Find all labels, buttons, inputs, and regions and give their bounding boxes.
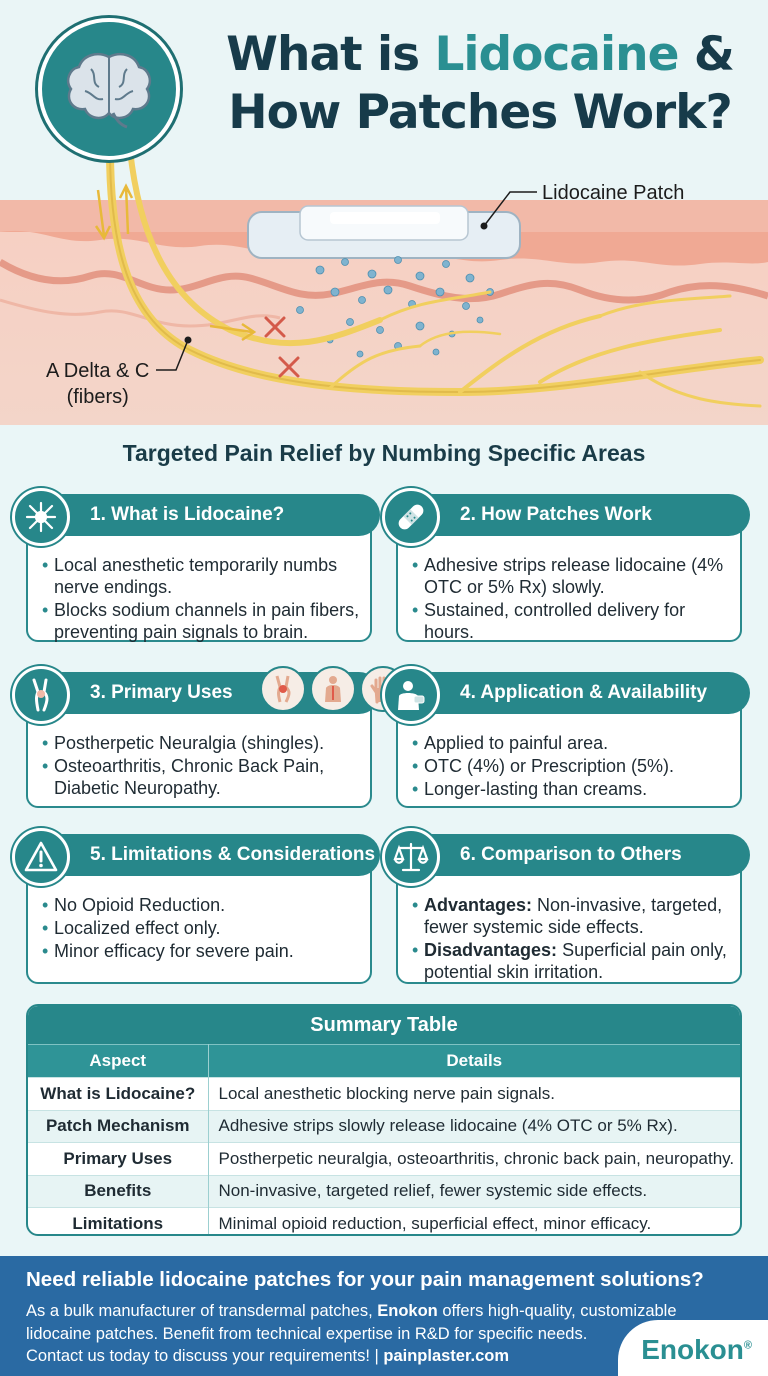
table-row: Limitations Minimal opioid reduction, su… <box>28 1207 740 1234</box>
advantages-label: Advantages: <box>424 895 533 915</box>
list-item: Longer-lasting than creams. <box>412 778 732 800</box>
list-item: Applied to painful area. <box>412 732 732 754</box>
table-cell-details: Local anesthetic blocking nerve pain sig… <box>208 1077 740 1110</box>
advantages-text: Non-invasive, targeted, fewer systemic s… <box>424 895 723 937</box>
card-title: 4. Application & Availability <box>390 672 750 714</box>
label-lidocaine-patch: Lidocaine Patch <box>542 182 685 204</box>
brand-logo: Enokon® <box>641 1334 752 1366</box>
list-item: Local anesthetic temporarily numbs nerve… <box>42 554 362 598</box>
knee-icon <box>12 666 70 724</box>
title-part: What is <box>226 27 435 82</box>
card-limitations: 5. Limitations & Considerations No Opioi… <box>12 828 380 984</box>
footer-brand-inline: Enokon <box>377 1302 438 1320</box>
card-comparison: 6. Comparison to Others Advantages: Non-… <box>382 828 750 984</box>
table-row: Primary Uses Postherpetic neuralgia, ost… <box>28 1142 740 1175</box>
footer-line1-text: As a bulk manufacturer of transdermal pa… <box>26 1302 378 1320</box>
footer-line3-text: Contact us today to discuss your require… <box>26 1347 384 1365</box>
list-item: Blocks sodium channels in pain fibers, p… <box>42 599 362 643</box>
back-pain-icon <box>310 666 356 712</box>
table-cell-details: Adhesive strips slowly release lidocaine… <box>208 1109 740 1143</box>
hero-illustration: What is Lidocaine & How Patches Work? Li… <box>0 0 768 425</box>
table-header-row: Aspect Details <box>28 1044 740 1078</box>
list-item: Osteoarthritis, Chronic Back Pain, Diabe… <box>42 755 362 799</box>
table-row: Benefits Non-invasive, targeted relief, … <box>28 1174 740 1208</box>
card-primary-uses: 3. Primary Uses Postherpetic Neuralgia (… <box>12 666 406 808</box>
website-link[interactable]: painplaster.com <box>383 1347 510 1365</box>
scales-icon <box>382 828 440 886</box>
summary-title: Summary Table <box>28 1006 740 1044</box>
title-part: & <box>678 27 735 82</box>
table-row: Patch Mechanism Adhesive strips slowly r… <box>28 1109 740 1143</box>
card-title: 1. What is Lidocaine? <box>20 494 380 536</box>
skin-cross-section <box>0 146 768 425</box>
card-application-availability: 4. Application & Availability Applied to… <box>382 666 750 808</box>
label-fibers-line2: (fibers) <box>66 386 129 408</box>
table-cell-details: Minimal opioid reduction, superficial ef… <box>208 1207 740 1234</box>
table-cell-aspect: Primary Uses <box>28 1142 209 1175</box>
card-how-patches-work: 2. How Patches Work Adhesive strips rele… <box>382 488 750 643</box>
card-title: 5. Limitations & Considerations <box>20 834 380 876</box>
list-item: Postherpetic Neuralgia (shingles). <box>42 732 362 754</box>
footer-title: Need reliable lidocaine patches for your… <box>26 1268 704 1291</box>
table-cell-details: Non-invasive, targeted relief, fewer sys… <box>208 1174 740 1208</box>
table-row: What is Lidocaine? Local anesthetic bloc… <box>28 1077 740 1110</box>
header-aspect: Aspect <box>28 1044 209 1078</box>
card-title: 2. How Patches Work <box>390 494 750 536</box>
joint-pain-icon <box>260 666 306 712</box>
table-cell-aspect: Limitations <box>28 1207 209 1234</box>
label-nerve-fibers: A Delta & C (fibers) <box>46 358 149 410</box>
table-cell-aspect: Patch Mechanism <box>28 1109 209 1143</box>
brain-badge <box>38 18 180 160</box>
table-cell-details: Postherpetic neuralgia, osteoarthritis, … <box>208 1142 740 1175</box>
page-title: What is Lidocaine & How Patches Work? <box>200 26 760 142</box>
header-details: Details <box>208 1044 740 1078</box>
footer-line1-text-end: offers high-quality, customizable <box>437 1302 677 1320</box>
list-item: Disadvantages: Superficial pain only, po… <box>412 939 732 983</box>
disadvantages-label: Disadvantages: <box>424 940 558 960</box>
list-item: OTC (4%) or Prescription (5%). <box>412 755 732 777</box>
bandage-icon <box>382 488 440 546</box>
table-cell-aspect: Benefits <box>28 1174 209 1208</box>
footer-line2-text: lidocaine patches. Benefit from technica… <box>26 1324 588 1343</box>
person-applying-icon <box>382 666 440 724</box>
list-item: Sustained, controlled delivery for hours… <box>412 599 732 643</box>
card-title: 6. Comparison to Others <box>390 834 750 876</box>
list-item: Advantages: Non-invasive, targeted, fewe… <box>412 894 732 938</box>
list-item: Minor efficacy for severe pain. <box>42 940 362 962</box>
summary-table: Summary Table Aspect Details What is Lid… <box>26 1004 742 1236</box>
brand-name: Enokon <box>641 1334 744 1365</box>
neuron-icon <box>12 488 70 546</box>
label-fibers-line1: A Delta & C <box>46 360 150 382</box>
card-what-is-lidocaine: 1. What is Lidocaine? Local anesthetic t… <box>12 488 380 643</box>
list-item: No Opioid Reduction. <box>42 894 362 916</box>
section-subtitle: Targeted Pain Relief by Numbing Specific… <box>122 440 646 466</box>
warning-icon <box>12 828 70 886</box>
disadvantages-text: Superficial pain only, potential skin ir… <box>424 940 727 982</box>
list-item: Localized effect only. <box>42 917 362 939</box>
table-cell-aspect: What is Lidocaine? <box>28 1077 209 1110</box>
brain-icon <box>67 53 151 129</box>
footer-text: As a bulk manufacturer of transdermal pa… <box>26 1300 726 1368</box>
list-item: Adhesive strips release lidocaine (4% OT… <box>412 554 732 598</box>
registered-mark: ® <box>743 1339 752 1352</box>
title-accent: Lidocaine <box>434 27 679 82</box>
title-line-2: How Patches Work? <box>228 85 732 140</box>
footer-cta: Need reliable lidocaine patches for your… <box>0 1256 768 1376</box>
brand-tab <box>618 1320 768 1376</box>
